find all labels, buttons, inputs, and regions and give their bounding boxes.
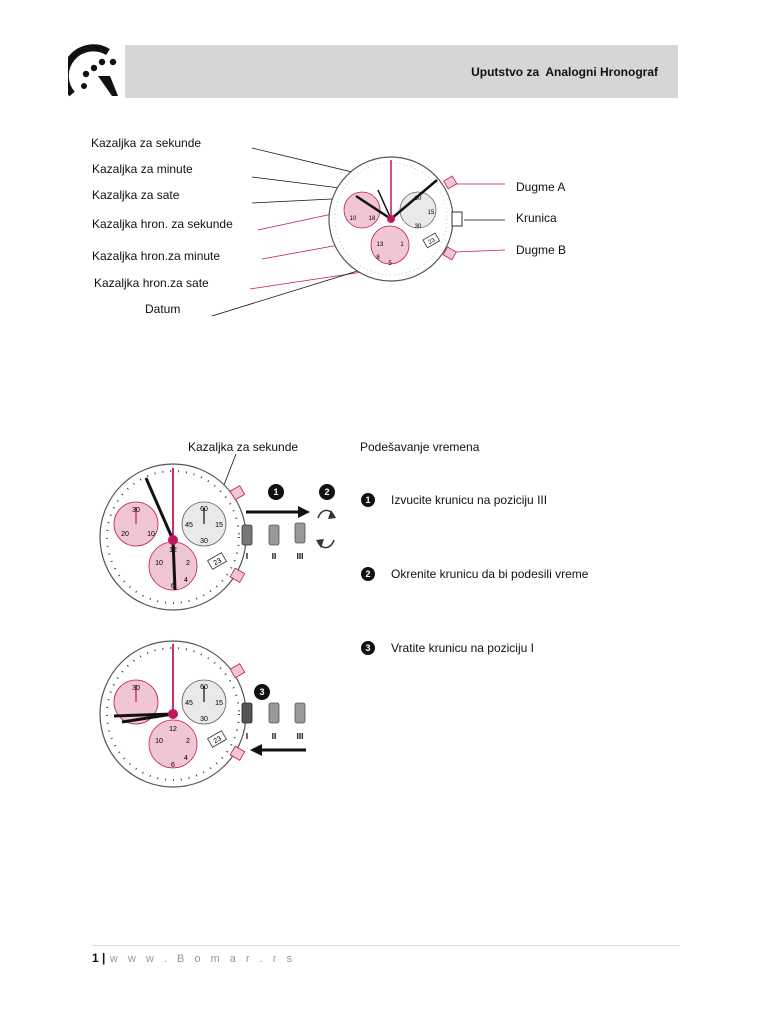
page-title: Uputstvo za Analogni Hronograf (471, 65, 658, 79)
step-2-text: Okrenite krunicu da bi podesili vreme (391, 567, 589, 581)
w1-right-45: 45 (185, 522, 193, 529)
w1-date: 23 (213, 557, 223, 567)
label-crown: Krunica (516, 211, 557, 225)
footer: 1 | w w w . B o m a r . r s (92, 949, 295, 967)
step-2-badge: 2 (361, 567, 375, 581)
w1-left-10: 10 (147, 531, 155, 538)
w1-badge-1: 1 (273, 487, 278, 497)
label-chrono-hours: Kazaljka hron.za sate (94, 276, 209, 290)
step-3-text: Vratite krunicu na poziciju I (391, 641, 534, 655)
logo (61, 44, 122, 98)
label-chrono-minutes: Kazaljka hron.za minute (92, 249, 221, 263)
header-bar: Uputstvo za Analogni Hronograf (125, 45, 678, 98)
w2-right-15: 15 (215, 700, 223, 707)
d1-bottom-5: 5 (388, 261, 392, 267)
bomar-logo-icon (61, 44, 118, 97)
step-1-badge: 1 (361, 493, 375, 507)
w2-pos-3: III (297, 732, 304, 741)
w2-right-45: 45 (185, 700, 193, 707)
w2-pos-2: II (272, 732, 276, 741)
label-button-b: Dugme B (516, 243, 567, 257)
w2-bottom-12: 12 (169, 726, 177, 733)
d1-bottom-13: 13 (377, 242, 384, 248)
w1-bottom-6: 6 (171, 583, 175, 590)
d1-left-18: 18 (369, 216, 376, 222)
d1-bottom-1: 1 (400, 242, 404, 248)
w2-bottom-2: 2 (186, 738, 190, 745)
w1-bottom-2: 2 (186, 560, 190, 567)
w1-pos-1: I (246, 552, 248, 561)
w1-left-20: 20 (121, 531, 129, 538)
d1-bottom-8: 8 (376, 255, 380, 261)
label-chrono-seconds: Kazaljka hron. za sekunde (92, 217, 233, 231)
step-3-badge: 3 (361, 641, 375, 655)
label-seconds-hand: Kazaljka za sekunde (91, 136, 202, 150)
section-title: Podešavanje vremena (360, 440, 480, 454)
w1-bottom-4: 4 (184, 577, 188, 584)
d1-right-60: 60 (415, 196, 422, 202)
w2-date: 23 (213, 735, 223, 745)
w2-bottom-10: 10 (155, 738, 163, 745)
w2-pos-1: I (246, 732, 248, 741)
d1-right-30: 30 (415, 224, 422, 230)
w1-bottom-10: 10 (155, 560, 163, 567)
w1-pos-3: III (297, 552, 304, 561)
w1-badge-2: 2 (324, 487, 329, 497)
w1-right-30: 30 (200, 538, 208, 545)
d1-right-15: 15 (428, 210, 435, 216)
movement-diagram: 60 15 30 10 18 13 1 8 5 23 (211, 147, 506, 317)
w2-bottom-6: 6 (171, 762, 175, 769)
d1-left-10: 10 (350, 216, 357, 222)
w1-right-15: 15 (215, 522, 223, 529)
label-seconds-hand-2: Kazaljka za sekunde (188, 440, 299, 454)
step-1-text: Izvucite krunicu na poziciju III (391, 493, 548, 507)
w2-bottom-4: 4 (184, 755, 188, 762)
page-number: 1 | (92, 951, 106, 965)
time-setting-diagram: 60 45 15 30 30 20 10 12 10 2 6 4 23 I II… (99, 453, 336, 788)
w2-badge-3: 3 (259, 687, 264, 697)
label-minutes-hand: Kazaljka za minute (92, 162, 193, 176)
label-date: Datum (145, 302, 181, 316)
label-hours-hand: Kazaljka za sate (92, 188, 180, 202)
footer-divider (92, 945, 680, 946)
label-button-a: Dugme A (516, 180, 566, 194)
d1-date: 23 (428, 237, 437, 246)
w1-pos-2: II (272, 552, 276, 561)
website-link[interactable]: w w w . B o m a r . r s (109, 953, 296, 965)
w2-right-30: 30 (200, 716, 208, 723)
